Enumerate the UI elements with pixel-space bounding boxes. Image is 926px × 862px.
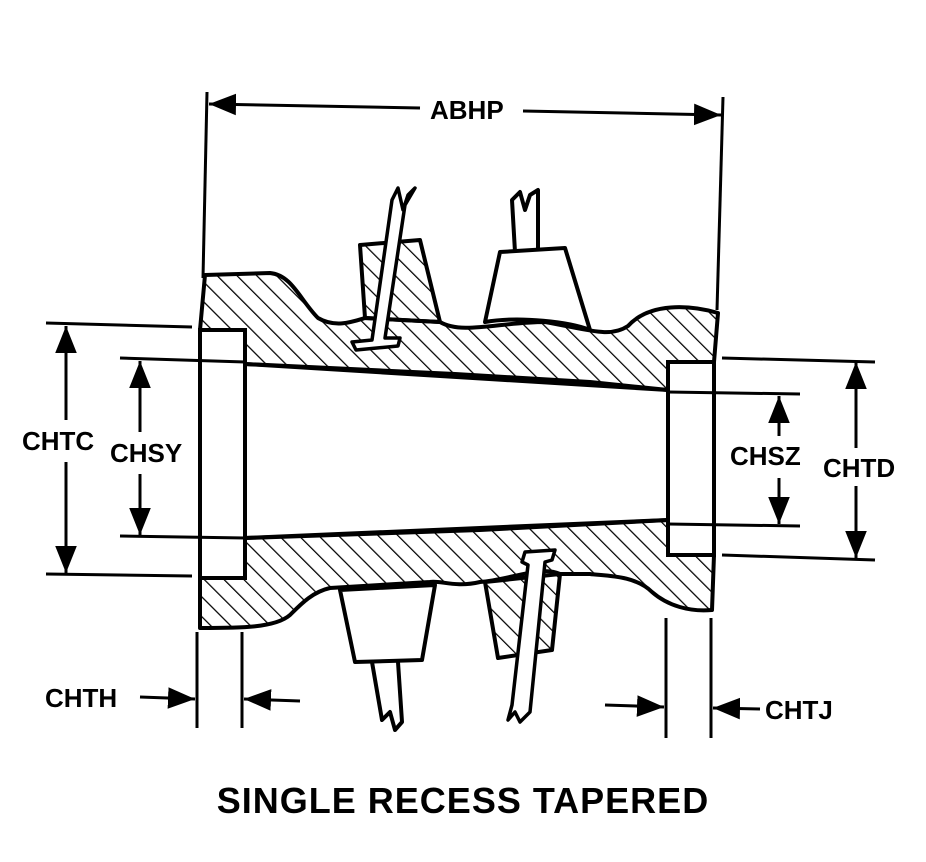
chtd-ext-top xyxy=(721,356,876,364)
label-abhp: ABHP xyxy=(430,95,504,125)
upper-left-boss xyxy=(358,238,442,324)
label-chtj: CHTJ xyxy=(765,695,833,725)
chtj-arrow-right xyxy=(712,697,761,720)
bore-top-line xyxy=(244,362,669,392)
abhp-ext-left xyxy=(201,91,209,279)
chth-arrow-left xyxy=(139,687,196,709)
diagram-title: SINGLE RECESS TAPERED xyxy=(216,780,710,821)
chth-arrow-right xyxy=(243,689,301,711)
left-recess xyxy=(198,328,247,580)
lower-right-pin xyxy=(506,548,557,724)
upper-left-pin xyxy=(350,186,417,352)
upper-wall-section xyxy=(198,271,720,392)
chtc-ext-top xyxy=(45,321,193,329)
lower-left-boss xyxy=(338,583,437,664)
label-chsz: CHSZ xyxy=(730,441,801,471)
right-recess xyxy=(666,360,716,557)
abhp-arrow-right xyxy=(522,103,722,126)
chsz-ext-top xyxy=(667,390,801,396)
chsy-ext-bottom xyxy=(119,534,246,540)
label-chth: CHTH xyxy=(45,683,118,713)
chtc-ext-bottom xyxy=(45,572,193,578)
label-chsy: CHSY xyxy=(110,438,183,468)
chtd-ext-bottom xyxy=(721,553,876,562)
label-chtd: CHTD xyxy=(823,453,896,483)
upper-right-lead xyxy=(510,188,540,253)
upper-right-boss xyxy=(483,246,592,332)
lower-left-lead xyxy=(370,661,404,732)
abhp-arrow-left xyxy=(208,93,421,116)
label-chtc: CHTC xyxy=(22,426,95,456)
bore-bottom-line xyxy=(244,518,669,540)
chsy-ext-top xyxy=(119,356,246,364)
abhp-ext-right xyxy=(715,96,725,311)
chtj-arrow-left xyxy=(604,695,665,717)
chsz-ext-bottom xyxy=(667,522,801,528)
